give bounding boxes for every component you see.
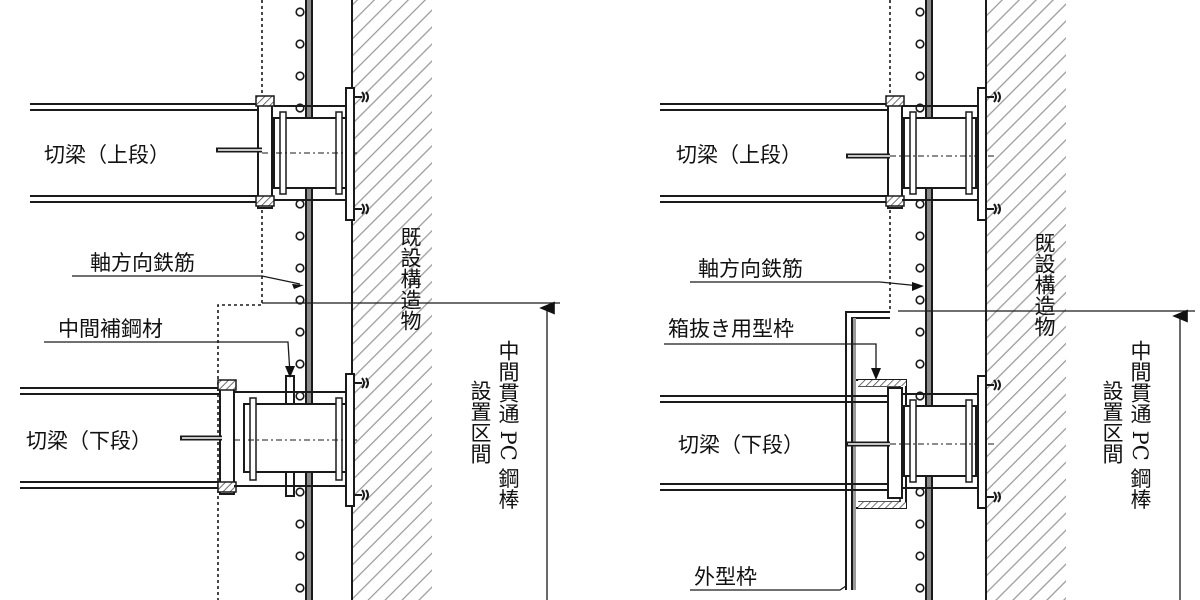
rebar-tie-dot xyxy=(295,231,305,241)
label-pc-section-line1-right: 中間貫通 PC 鋼棒 xyxy=(1128,340,1152,510)
rebar-tie-dot xyxy=(295,7,305,17)
rebar-tie-dot xyxy=(915,327,925,337)
rebar-tie-dot xyxy=(915,583,925,593)
label-intermediate-steel: 中間補鋼材 xyxy=(58,317,163,341)
rebar-tie-dot xyxy=(915,359,925,369)
rebar-dots-left xyxy=(295,7,305,593)
rebar-tie-dot xyxy=(295,295,305,305)
rebar-tie-dot xyxy=(295,327,305,337)
label-pc-section-line2-left: 設置区間 xyxy=(468,380,492,464)
label-pc-section-line1-left: 中間貫通 PC 鋼棒 xyxy=(496,340,520,510)
rebar-tie-dot xyxy=(915,71,925,81)
label-axial-rebar-right: 軸方向鉄筋 xyxy=(698,257,803,281)
label-lower-strut-right: 切梁（下段） xyxy=(678,433,804,457)
rebar-tie-dot xyxy=(915,551,925,561)
lower-strut-left xyxy=(20,373,369,507)
label-box-formwork: 箱抜き用型枠 xyxy=(668,317,794,341)
label-existing-structure-right: 既設構造物 xyxy=(1032,232,1056,337)
rebar-tie-dot xyxy=(295,551,305,561)
rebar-tie-dot xyxy=(915,199,925,209)
rebar-tie-dot xyxy=(295,391,305,401)
rebar-tie-dot xyxy=(295,39,305,49)
label-axial-rebar-left: 軸方向鉄筋 xyxy=(90,251,195,275)
rebar-core xyxy=(307,0,311,600)
rebar-tie-dot xyxy=(915,263,925,273)
leader-outer-formwork xyxy=(690,585,847,591)
rebar-tie-dot xyxy=(915,231,925,241)
rebar-tie-dot xyxy=(295,519,305,529)
label-lower-strut-left: 切梁（下段） xyxy=(26,429,152,453)
existing-structure-wall xyxy=(352,0,432,600)
right-panel: 切梁（上段） 切梁（下段） 軸方向鉄筋 箱抜き用型枠 外型枠 既設構造物 中間貫… xyxy=(660,0,1195,600)
excavation-boundary-dotted xyxy=(217,0,263,600)
rebar-tie-dot xyxy=(295,199,305,209)
rebar-tie-dot xyxy=(915,519,925,529)
rebar-tie-dot xyxy=(295,487,305,497)
label-upper-strut-left: 切梁（上段） xyxy=(44,143,170,167)
rebar-tie-dot xyxy=(295,263,305,273)
label-upper-strut-right: 切梁（上段） xyxy=(676,143,802,167)
label-existing-structure-left: 既設構造物 xyxy=(398,226,422,331)
upper-strut-left xyxy=(30,87,369,221)
label-outer-formwork: 外型枠 xyxy=(694,565,757,589)
leader-axial-rebar-right xyxy=(690,281,921,287)
left-panel: 切梁（上段） 切梁（下段） 軸方向鉄筋 中間補鋼材 既設構造物 中間貫通 PC … xyxy=(20,0,560,600)
leader-intermediate-steel xyxy=(44,341,291,375)
upper-strut-right xyxy=(660,87,1001,221)
rebar-tie-dot xyxy=(295,583,305,593)
rebar-tie-dot xyxy=(295,359,305,369)
label-pc-section-line2-right: 設置区間 xyxy=(1100,380,1124,464)
rebar-tie-dot xyxy=(915,39,925,49)
rebar-dots-right xyxy=(915,7,925,593)
rebar-tie-dot xyxy=(915,487,925,497)
rebar-tie-dot xyxy=(295,71,305,81)
leader-box-formwork xyxy=(664,343,877,376)
rebar-tie-dot xyxy=(915,7,925,17)
rebar-tie-dot xyxy=(915,295,925,305)
lower-strut-right xyxy=(660,375,1001,509)
leader-axial-rebar-left xyxy=(72,275,301,285)
rebar-core-right xyxy=(927,0,931,600)
